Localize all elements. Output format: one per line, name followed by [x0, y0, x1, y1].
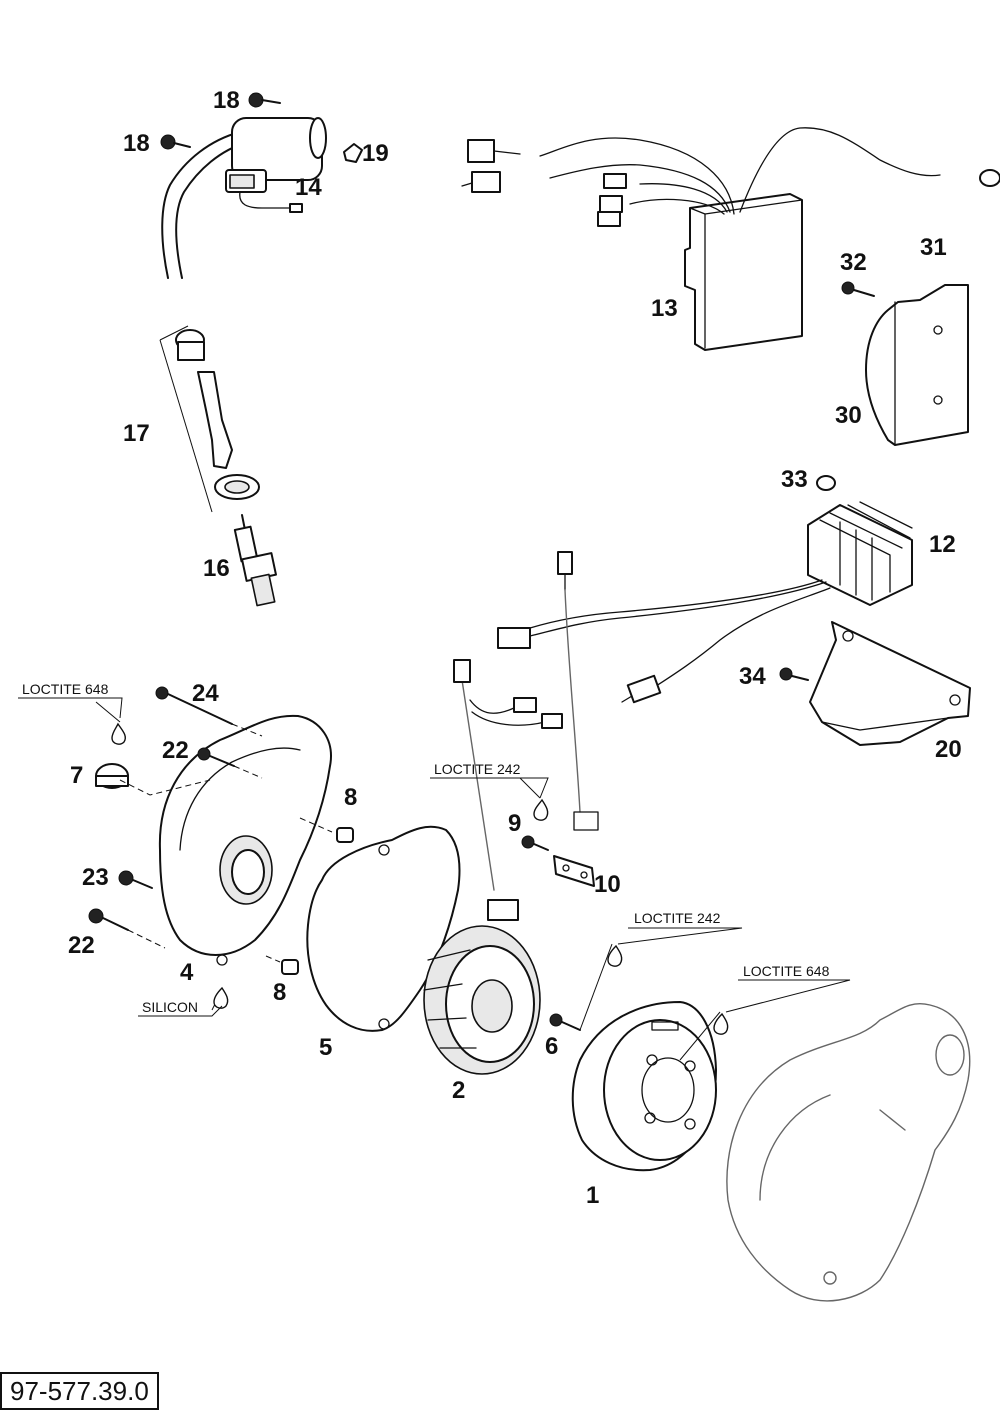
cdi-unit: [461, 127, 1000, 351]
callout-22-lower: 22: [68, 932, 95, 959]
assembly-leaders: [119, 723, 333, 963]
callout-18-lower: 18: [123, 130, 150, 157]
rotor-bolt: [549, 1013, 581, 1031]
callout-7: 7: [70, 762, 83, 789]
callout-14: 14: [295, 174, 322, 201]
ignition-cover: [158, 714, 332, 966]
callout-6: 6: [545, 1033, 558, 1060]
callout-19: 19: [362, 140, 389, 167]
note-loctite-648-cover: LOCTITE 648: [22, 681, 109, 697]
callout-22-upper: 22: [162, 737, 189, 764]
spark-plug: [233, 514, 277, 607]
cover-bolt-22-lower: [88, 908, 129, 931]
dowel-sleeve-lower: [281, 959, 299, 975]
dowel-sleeve-upper: [336, 827, 354, 843]
callout-20: 20: [935, 736, 962, 763]
note-loctite-648-rotor: LOCTITE 648: [743, 963, 830, 979]
engine-case: [726, 1003, 971, 1302]
cover-long-bolt: [155, 686, 233, 725]
regulator-nut: [816, 475, 836, 491]
drop-marker-silicon: [211, 986, 229, 1011]
cover-gasket: [306, 825, 461, 1032]
stator: [423, 925, 541, 1075]
callout-17: 17: [123, 420, 150, 447]
ignition-coil: [161, 117, 327, 279]
callout-34: 34: [739, 663, 766, 690]
callout-16: 16: [203, 555, 230, 582]
bracket-screw-34: [779, 667, 809, 681]
drawing-number: 97-577.39.0: [0, 1372, 159, 1410]
coil-screw-lower: [160, 134, 191, 150]
callout-5: 5: [319, 1034, 332, 1061]
callout-24: 24: [192, 680, 219, 707]
regulator-rectifier: [497, 501, 913, 704]
cover-bolt-22-upper: [197, 747, 235, 767]
callout-18-upper: 18: [213, 87, 240, 114]
flywheel-rotor: [571, 1001, 717, 1172]
cover-bolt-23: [118, 870, 153, 889]
drop-marker-loctite-bolt: [579, 943, 623, 1031]
coil-screw-upper: [248, 92, 281, 108]
note-loctite-242-bolt: LOCTITE 242: [634, 910, 721, 926]
drop-marker-loctite-pickup: [519, 777, 549, 821]
callout-10: 10: [594, 871, 621, 898]
callout-30: 30: [835, 402, 862, 429]
drop-marker-loctite-rotor: [679, 1011, 729, 1061]
callout-8-lower: 8: [273, 979, 286, 1006]
stator-wiring: [453, 551, 599, 921]
callout-1: 1: [586, 1182, 599, 1209]
regulator-bracket: [809, 621, 971, 746]
callout-12: 12: [929, 531, 956, 558]
cdi-bracket: [865, 284, 969, 446]
spark-plug-cap: [159, 325, 260, 513]
callout-32: 32: [840, 249, 867, 276]
callout-9: 9: [508, 810, 521, 837]
callout-23: 23: [82, 864, 109, 891]
callout-8-upper: 8: [344, 784, 357, 811]
cover-plug: [95, 763, 129, 789]
bracket-screw: [841, 281, 875, 297]
coil-clip: [343, 143, 363, 163]
note-silicon: SILICON: [142, 999, 198, 1015]
callout-13: 13: [651, 295, 678, 322]
callout-4: 4: [180, 959, 194, 986]
callout-33: 33: [781, 466, 808, 493]
callout-31: 31: [920, 234, 947, 261]
pickup-screw: [521, 835, 549, 851]
drop-marker-loctite-cover: [95, 701, 127, 745]
pickup-sensor: [553, 855, 595, 887]
note-loctite-242-pickup: LOCTITE 242: [434, 761, 521, 777]
callout-2: 2: [452, 1077, 465, 1104]
